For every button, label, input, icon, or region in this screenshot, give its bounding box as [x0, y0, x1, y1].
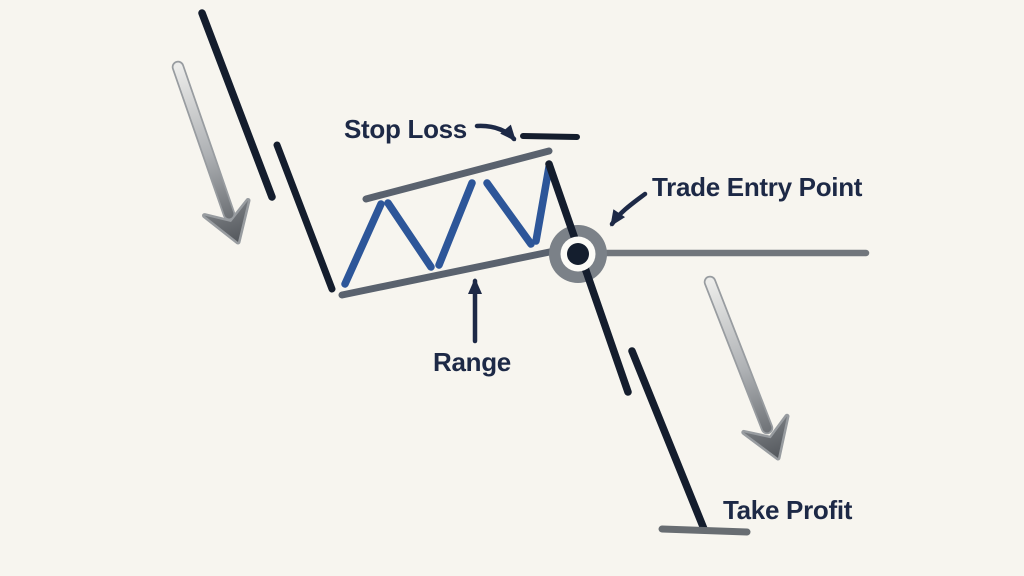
price-zigzag-segment-5 [532, 163, 553, 245]
downtrend-line-1 [198, 9, 276, 201]
momentum-arrow-right-head [743, 416, 787, 458]
flag-lower-trendline [338, 245, 568, 299]
range-label: Range [433, 347, 511, 377]
down-momentum-arrow-left [171, 60, 251, 245]
price-zigzag [341, 163, 553, 288]
momentum-arrow-left-head [204, 200, 248, 242]
take-profit-level-line [658, 525, 751, 536]
stop-loss-arrow [474, 123, 517, 142]
momentum-arrow-right-shaft [705, 277, 772, 433]
trade-entry-point-label: Trade Entry Point [652, 172, 863, 202]
price-zigzag-segment-2 [384, 199, 435, 271]
price-zigzag-segment-1 [341, 200, 385, 288]
annotation-arrows [468, 123, 648, 344]
down-momentum-arrow-right [703, 275, 790, 461]
take-profit-label: Take Profit [723, 495, 853, 525]
stop-loss-label: Stop Loss [344, 114, 467, 144]
stop-loss-level-line [520, 133, 580, 140]
flag-upper-trendline [362, 147, 553, 203]
momentum-arrow-left-shaft [173, 62, 234, 219]
downtrend-line-2 [273, 141, 336, 293]
price-zigzag-segment-3 [435, 179, 476, 269]
price-zigzag-segment-4 [483, 179, 535, 248]
trade-entry-arrow [609, 191, 648, 227]
breakout-line-1 [545, 160, 632, 396]
entry-point-marker-center [567, 243, 589, 265]
breakout-line-2 [628, 347, 708, 533]
price-lines [198, 9, 708, 533]
